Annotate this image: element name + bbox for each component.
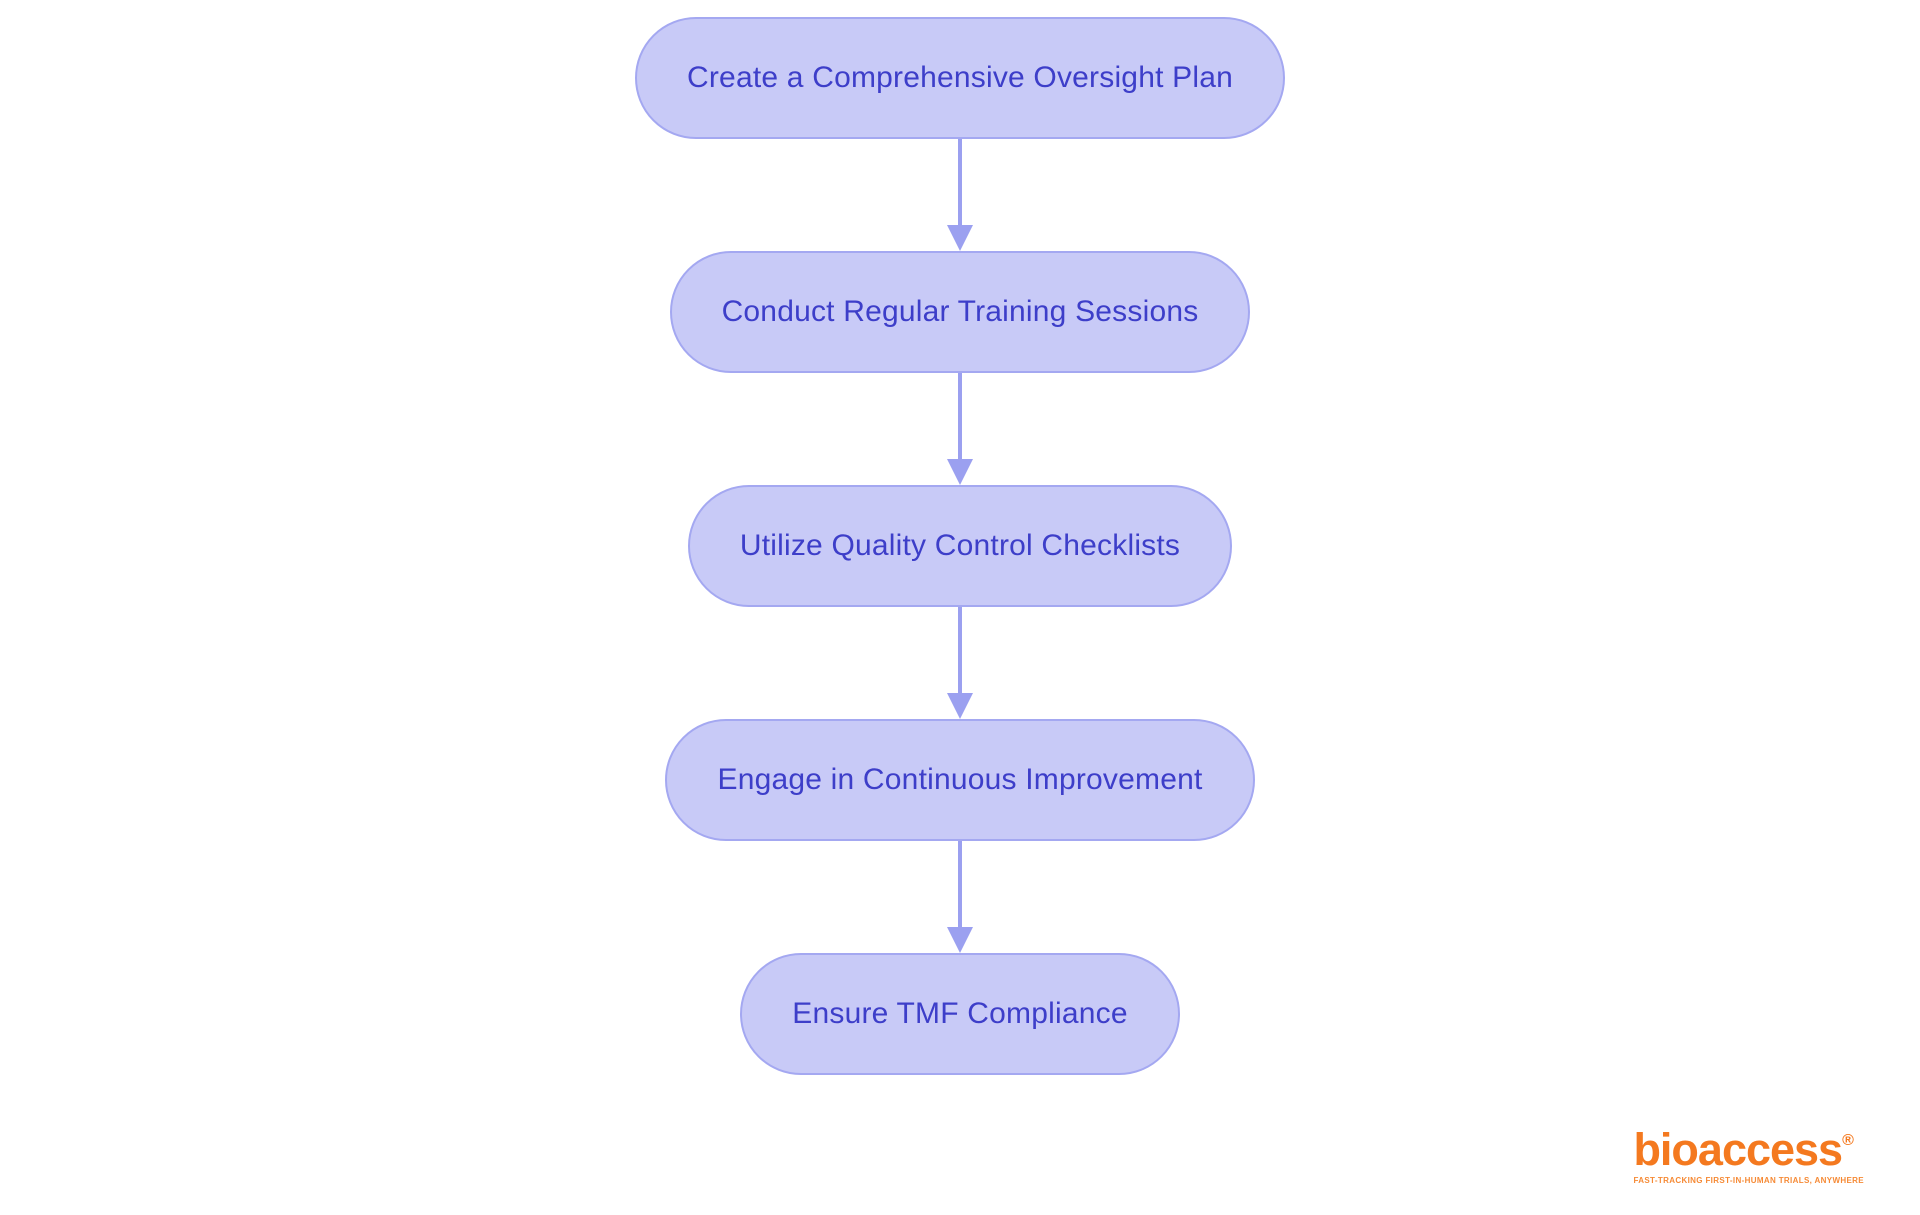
bioaccess-wordmark: bioaccess®: [1633, 1127, 1864, 1172]
flow-arrow-1: [947, 139, 973, 251]
arrow-shaft: [958, 139, 962, 225]
bioaccess-logo: bioaccess® FAST-TRACKING FIRST-IN-HUMAN …: [1633, 1127, 1864, 1185]
flow-node-label: Engage in Continuous Improvement: [717, 763, 1203, 796]
flow-node-label: Conduct Regular Training Sessions: [721, 295, 1199, 328]
registered-trademark-icon: ®: [1842, 1132, 1854, 1149]
flowchart: Create a Comprehensive Oversight Plan Co…: [0, 17, 1920, 1075]
flow-node-label: Create a Comprehensive Oversight Plan: [687, 61, 1233, 94]
arrow-head-icon: [947, 927, 973, 953]
arrow-head-icon: [947, 225, 973, 251]
flow-arrow-3: [947, 607, 973, 719]
flow-node-oversight-plan: Create a Comprehensive Oversight Plan: [635, 17, 1285, 139]
arrow-head-icon: [947, 693, 973, 719]
flow-arrow-4: [947, 841, 973, 953]
bioaccess-wordmark-text: bioaccess: [1633, 1124, 1843, 1175]
flow-node-tmf-compliance: Ensure TMF Compliance: [740, 953, 1180, 1075]
flow-node-label: Utilize Quality Control Checklists: [739, 529, 1181, 562]
arrow-head-icon: [947, 459, 973, 485]
flow-node-quality-checklists: Utilize Quality Control Checklists: [687, 485, 1233, 607]
flow-node-label: Ensure TMF Compliance: [792, 997, 1128, 1030]
flow-arrow-2: [947, 373, 973, 485]
arrow-shaft: [958, 841, 962, 927]
arrow-shaft: [958, 607, 962, 693]
arrow-shaft: [958, 373, 962, 459]
flow-node-continuous-improvement: Engage in Continuous Improvement: [665, 719, 1255, 841]
bioaccess-tagline: FAST-TRACKING FIRST-IN-HUMAN TRIALS, ANY…: [1633, 1176, 1864, 1185]
flow-node-training-sessions: Conduct Regular Training Sessions: [669, 251, 1251, 373]
